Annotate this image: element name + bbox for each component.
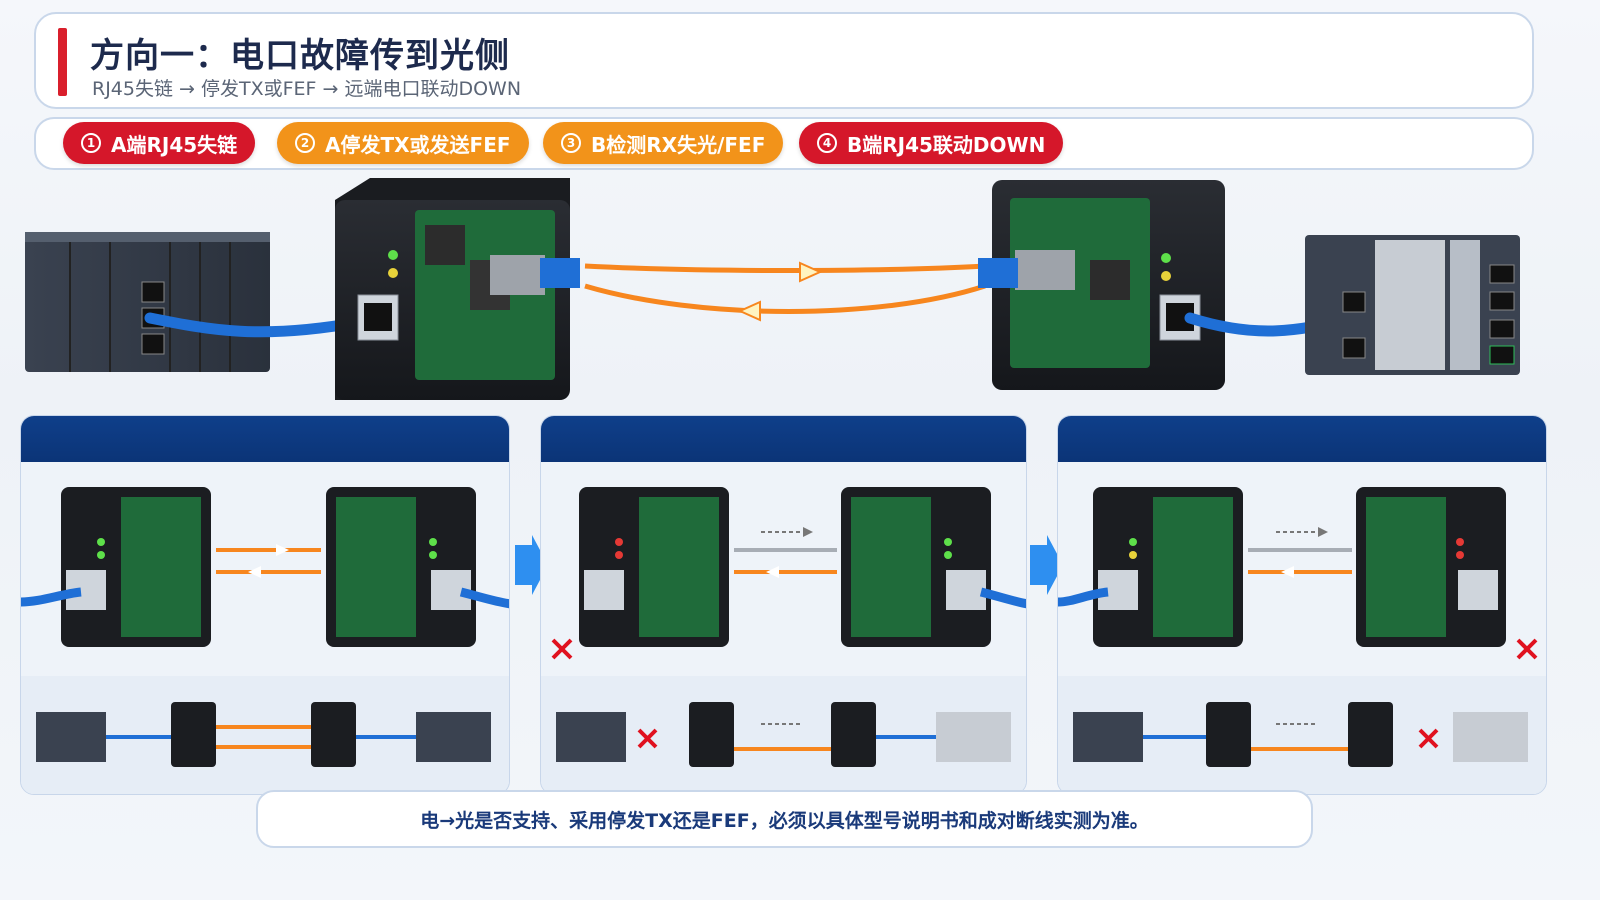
step-2-label: A停发TX或发送FEF xyxy=(325,132,511,157)
stage-3-illustration xyxy=(1058,487,1546,794)
step-1-pill: 1 A端RJ45失链 xyxy=(63,122,256,164)
stage-panel-3-header xyxy=(1058,416,1546,462)
footer-note-text: 电→光是否支持、采用停发TX还是FEF，必须以具体型号说明书和成对断线实测为准。 xyxy=(420,809,1149,832)
stage-2-illustration xyxy=(541,487,1026,794)
stage-arrow-1 xyxy=(515,535,548,595)
stage-panel-1-header xyxy=(21,416,509,462)
overview-illustration xyxy=(25,178,1520,400)
step-2-number: 2 xyxy=(295,133,315,153)
converter-b xyxy=(978,180,1225,390)
converter-a xyxy=(335,178,580,400)
stage-panel-2-header xyxy=(541,416,1026,462)
step-4-pill: 4 B端RJ45联动DOWN xyxy=(799,122,1064,164)
stage-panel-3 xyxy=(1057,415,1547,795)
page-title: 方向一：电口故障传到光侧 xyxy=(90,36,510,76)
title-card xyxy=(34,12,1534,109)
step-3-number: 3 xyxy=(561,133,581,153)
fault-x-icon xyxy=(551,638,573,660)
step-2-pill: 2 A停发TX或发送FEF xyxy=(277,122,529,164)
fault-x-icon-right xyxy=(1516,638,1538,660)
stage-1-illustration xyxy=(21,487,509,794)
page-subtitle: RJ45失链 → 停发TX或FEF → 远端电口联动DOWN xyxy=(92,78,522,100)
step-1-number: 1 xyxy=(81,133,101,153)
stage-panel-2 xyxy=(540,415,1027,795)
fiber-link-top xyxy=(584,261,986,322)
plc-right xyxy=(1305,235,1520,375)
step-3-label: B检测RX失光/FEF xyxy=(591,132,766,157)
plc-left xyxy=(25,232,270,372)
title-accent-bar xyxy=(58,28,67,96)
step-4-number: 4 xyxy=(817,133,837,153)
footer-note: 电→光是否支持、采用停发TX还是FEF，必须以具体型号说明书和成对断线实测为准。 xyxy=(256,790,1313,848)
cable-left xyxy=(144,312,366,338)
stage-panel-1 xyxy=(20,415,510,795)
step-3-pill: 3 B检测RX失光/FEF xyxy=(543,122,784,164)
step-4-label: B端RJ45联动DOWN xyxy=(847,132,1046,157)
step-1-label: A端RJ45失链 xyxy=(111,132,238,157)
stage-arrow-2 xyxy=(1030,535,1063,595)
